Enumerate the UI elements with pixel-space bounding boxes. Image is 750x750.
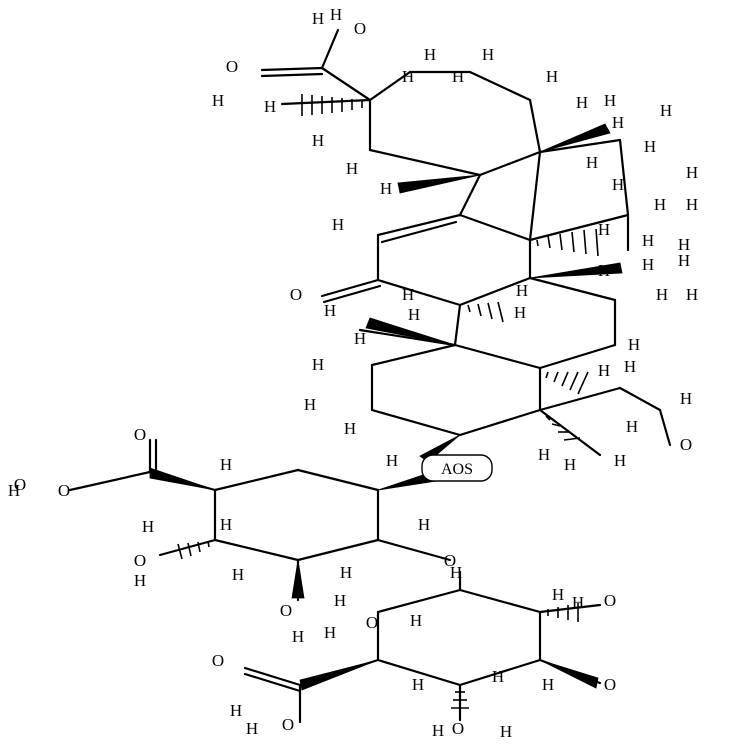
hydrogen-label: H xyxy=(626,417,638,436)
oxygen-label: O xyxy=(290,285,302,304)
hydrogen-label: H xyxy=(340,563,352,582)
hydrogen-label: H xyxy=(656,285,668,304)
glucuronide-ring-1 xyxy=(68,438,452,602)
aos-label: AOS xyxy=(441,461,473,478)
oxygen-label: O xyxy=(604,675,616,694)
hydrogen-label: H xyxy=(586,153,598,172)
hydrogen-label: H xyxy=(644,137,656,156)
hydrogen-label: H xyxy=(344,419,356,438)
hydrogen-label: H xyxy=(324,301,336,320)
hydrogen-label: H xyxy=(564,455,576,474)
hydrogen-label: H xyxy=(660,101,672,120)
hydrogen-label: H xyxy=(386,451,398,470)
oxygen-label: O xyxy=(604,591,616,610)
oxygen-label: O xyxy=(452,719,464,738)
glucuronide-2-stereo xyxy=(299,603,599,709)
aos-abbreviation: AOS xyxy=(421,454,493,482)
hydrogen-label: H xyxy=(334,591,346,610)
hydrogen-label: H xyxy=(516,281,528,300)
hydrogen-label: H xyxy=(220,515,232,534)
glucuronide-1-stereo xyxy=(149,467,437,599)
oxygen-label: O xyxy=(366,613,378,632)
hydrogen-label: H xyxy=(312,131,324,150)
hydrogen-label: H xyxy=(330,5,342,24)
hydrogen-label: H xyxy=(514,303,526,322)
oxygen-label: O xyxy=(134,551,146,570)
hydrogen-label: H xyxy=(500,722,512,741)
hydrogen-label: H xyxy=(402,67,414,86)
hydrogen-label: H xyxy=(332,215,344,234)
hydrogen-label: H xyxy=(142,517,154,536)
hydrogen-label: H xyxy=(418,515,430,534)
hydrogen-label: H xyxy=(402,285,414,304)
hydrogen-label: H xyxy=(686,163,698,182)
hydrogen-label: H xyxy=(292,627,304,646)
hydrogen-label: H xyxy=(686,285,698,304)
oxygen-label: O xyxy=(14,475,26,494)
hydrogen-label: H xyxy=(624,357,636,376)
hydrogen-label: H xyxy=(312,9,324,28)
oxygen-label: O xyxy=(680,435,692,454)
hydrogen-label: H xyxy=(678,235,690,254)
hydrogen-label: H xyxy=(576,93,588,112)
hydrogen-label: H xyxy=(552,585,564,604)
hydrogen-label: H xyxy=(482,45,494,64)
hydrogen-label: H xyxy=(572,593,584,612)
hydrogen-label: H xyxy=(412,675,424,694)
hydrogen-label: H xyxy=(380,179,392,198)
hydrogen-label: H xyxy=(424,45,436,64)
hydrogen-label: H xyxy=(678,251,690,270)
oxygen-label: O xyxy=(282,715,294,734)
hydrogen-label: H xyxy=(410,611,422,630)
oxygen-label: O xyxy=(444,551,456,570)
hydrogen-label: H xyxy=(542,675,554,694)
oxygen-label: O xyxy=(58,481,70,500)
hydrogen-label: H xyxy=(642,231,654,250)
hydrogen-label: H xyxy=(304,395,316,414)
hydrogen-label: H xyxy=(680,389,692,408)
hydrogen-label: H xyxy=(612,175,624,194)
stereo-bonds xyxy=(301,94,623,463)
oxygen-label: O xyxy=(212,651,224,670)
hydrogen-label: H xyxy=(408,305,420,324)
hydrogen-label: H xyxy=(614,451,626,470)
hydrogen-label: H xyxy=(538,445,550,464)
hydrogen-label: H xyxy=(324,623,336,642)
hydrogen-label: H xyxy=(246,719,258,738)
hydrogen-label: H xyxy=(686,195,698,214)
hydrogen-label: H xyxy=(312,355,324,374)
hydrogen-label: H xyxy=(642,255,654,274)
hydrogen-label: H xyxy=(598,220,610,239)
hydrogen-label: H xyxy=(452,67,464,86)
oxygen-label: O xyxy=(280,601,292,620)
hydrogen-label: H xyxy=(432,721,444,740)
hydrogen-label: H xyxy=(654,195,666,214)
aglycone-core xyxy=(260,28,672,457)
hydrogen-label: H xyxy=(598,361,610,380)
hydrogen-label: H xyxy=(8,481,20,500)
oxygen-label: O xyxy=(226,57,238,76)
hydrogen-label: H xyxy=(612,113,624,132)
hydrogen-label: H xyxy=(232,565,244,584)
hydrogen-label: H xyxy=(492,667,504,686)
hydrogen-label: H xyxy=(264,97,276,116)
hydrogen-label: H xyxy=(628,335,640,354)
hydrogen-label: H xyxy=(546,67,558,86)
oxygen-label: O xyxy=(134,425,146,444)
hydrogen-label: H xyxy=(220,455,232,474)
hydrogen-label: H xyxy=(346,159,358,178)
oxygen-label: O xyxy=(354,19,366,38)
hydrogen-label: H xyxy=(450,563,462,582)
hydrogen-label: H xyxy=(354,329,366,348)
hydrogen-label: H xyxy=(604,91,616,110)
hydrogen-label: H xyxy=(598,261,610,280)
hydrogen-label: H xyxy=(134,571,146,590)
aos-box xyxy=(421,454,493,482)
hydrogen-label: H xyxy=(230,701,242,720)
hydrogen-label: H xyxy=(212,91,224,110)
